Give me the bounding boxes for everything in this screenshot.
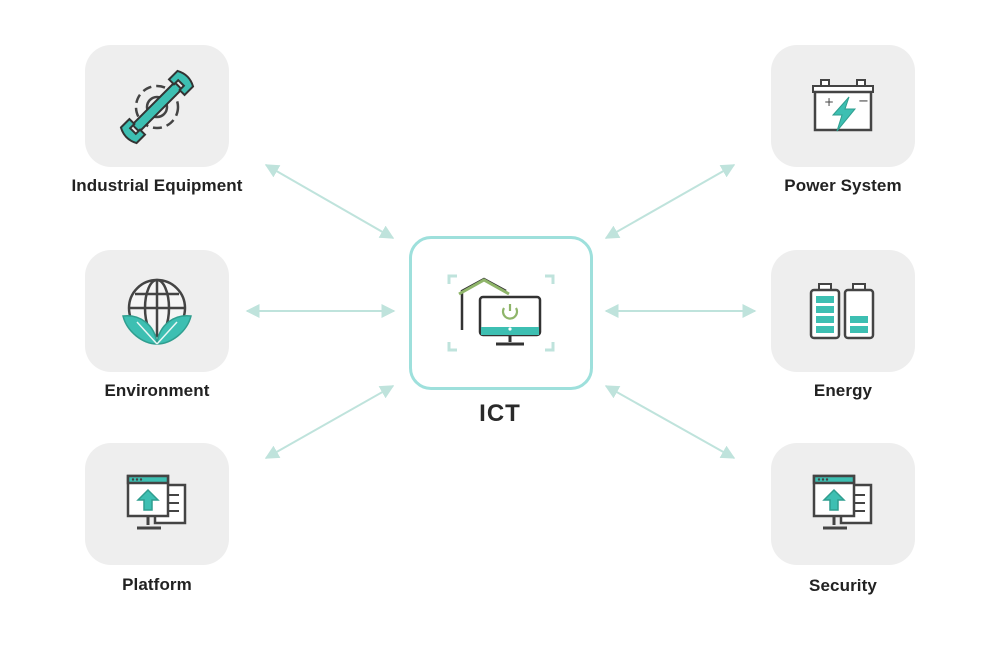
connector-power-system: [604, 164, 736, 239]
computer-upload-icon: [812, 474, 873, 530]
security-label: Security: [809, 576, 877, 595]
industrial-equipment-card[interactable]: [85, 45, 229, 167]
ict-center-box[interactable]: [409, 236, 593, 390]
environment-label: Environment: [104, 381, 210, 400]
platform-label: Platform: [122, 575, 192, 594]
globe-leaves-icon: [122, 278, 192, 345]
svg-text:−: −: [858, 94, 869, 109]
battery-levels-icon: [809, 283, 875, 340]
computer-upload-icon: [126, 474, 187, 530]
power-system-label: Power System: [784, 176, 902, 195]
ict-label: ICT: [479, 400, 521, 427]
platform-card[interactable]: [85, 443, 229, 565]
wrench-gear-icon: [119, 69, 195, 145]
energy-card[interactable]: [771, 250, 915, 372]
energy-label: Energy: [813, 381, 873, 400]
battery-bolt-icon: + −: [812, 79, 874, 132]
connector-security: [604, 385, 736, 459]
security-card[interactable]: [771, 443, 915, 565]
environment-card[interactable]: [85, 250, 229, 372]
power-system-card[interactable]: + −: [771, 45, 915, 167]
svg-text:+: +: [824, 95, 834, 109]
connector-industrial-equipment: [264, 164, 395, 239]
industrial-equipment-label: Industrial Equipment: [71, 176, 243, 195]
home-monitor-power-icon: [447, 274, 555, 352]
connector-platform: [264, 385, 395, 459]
